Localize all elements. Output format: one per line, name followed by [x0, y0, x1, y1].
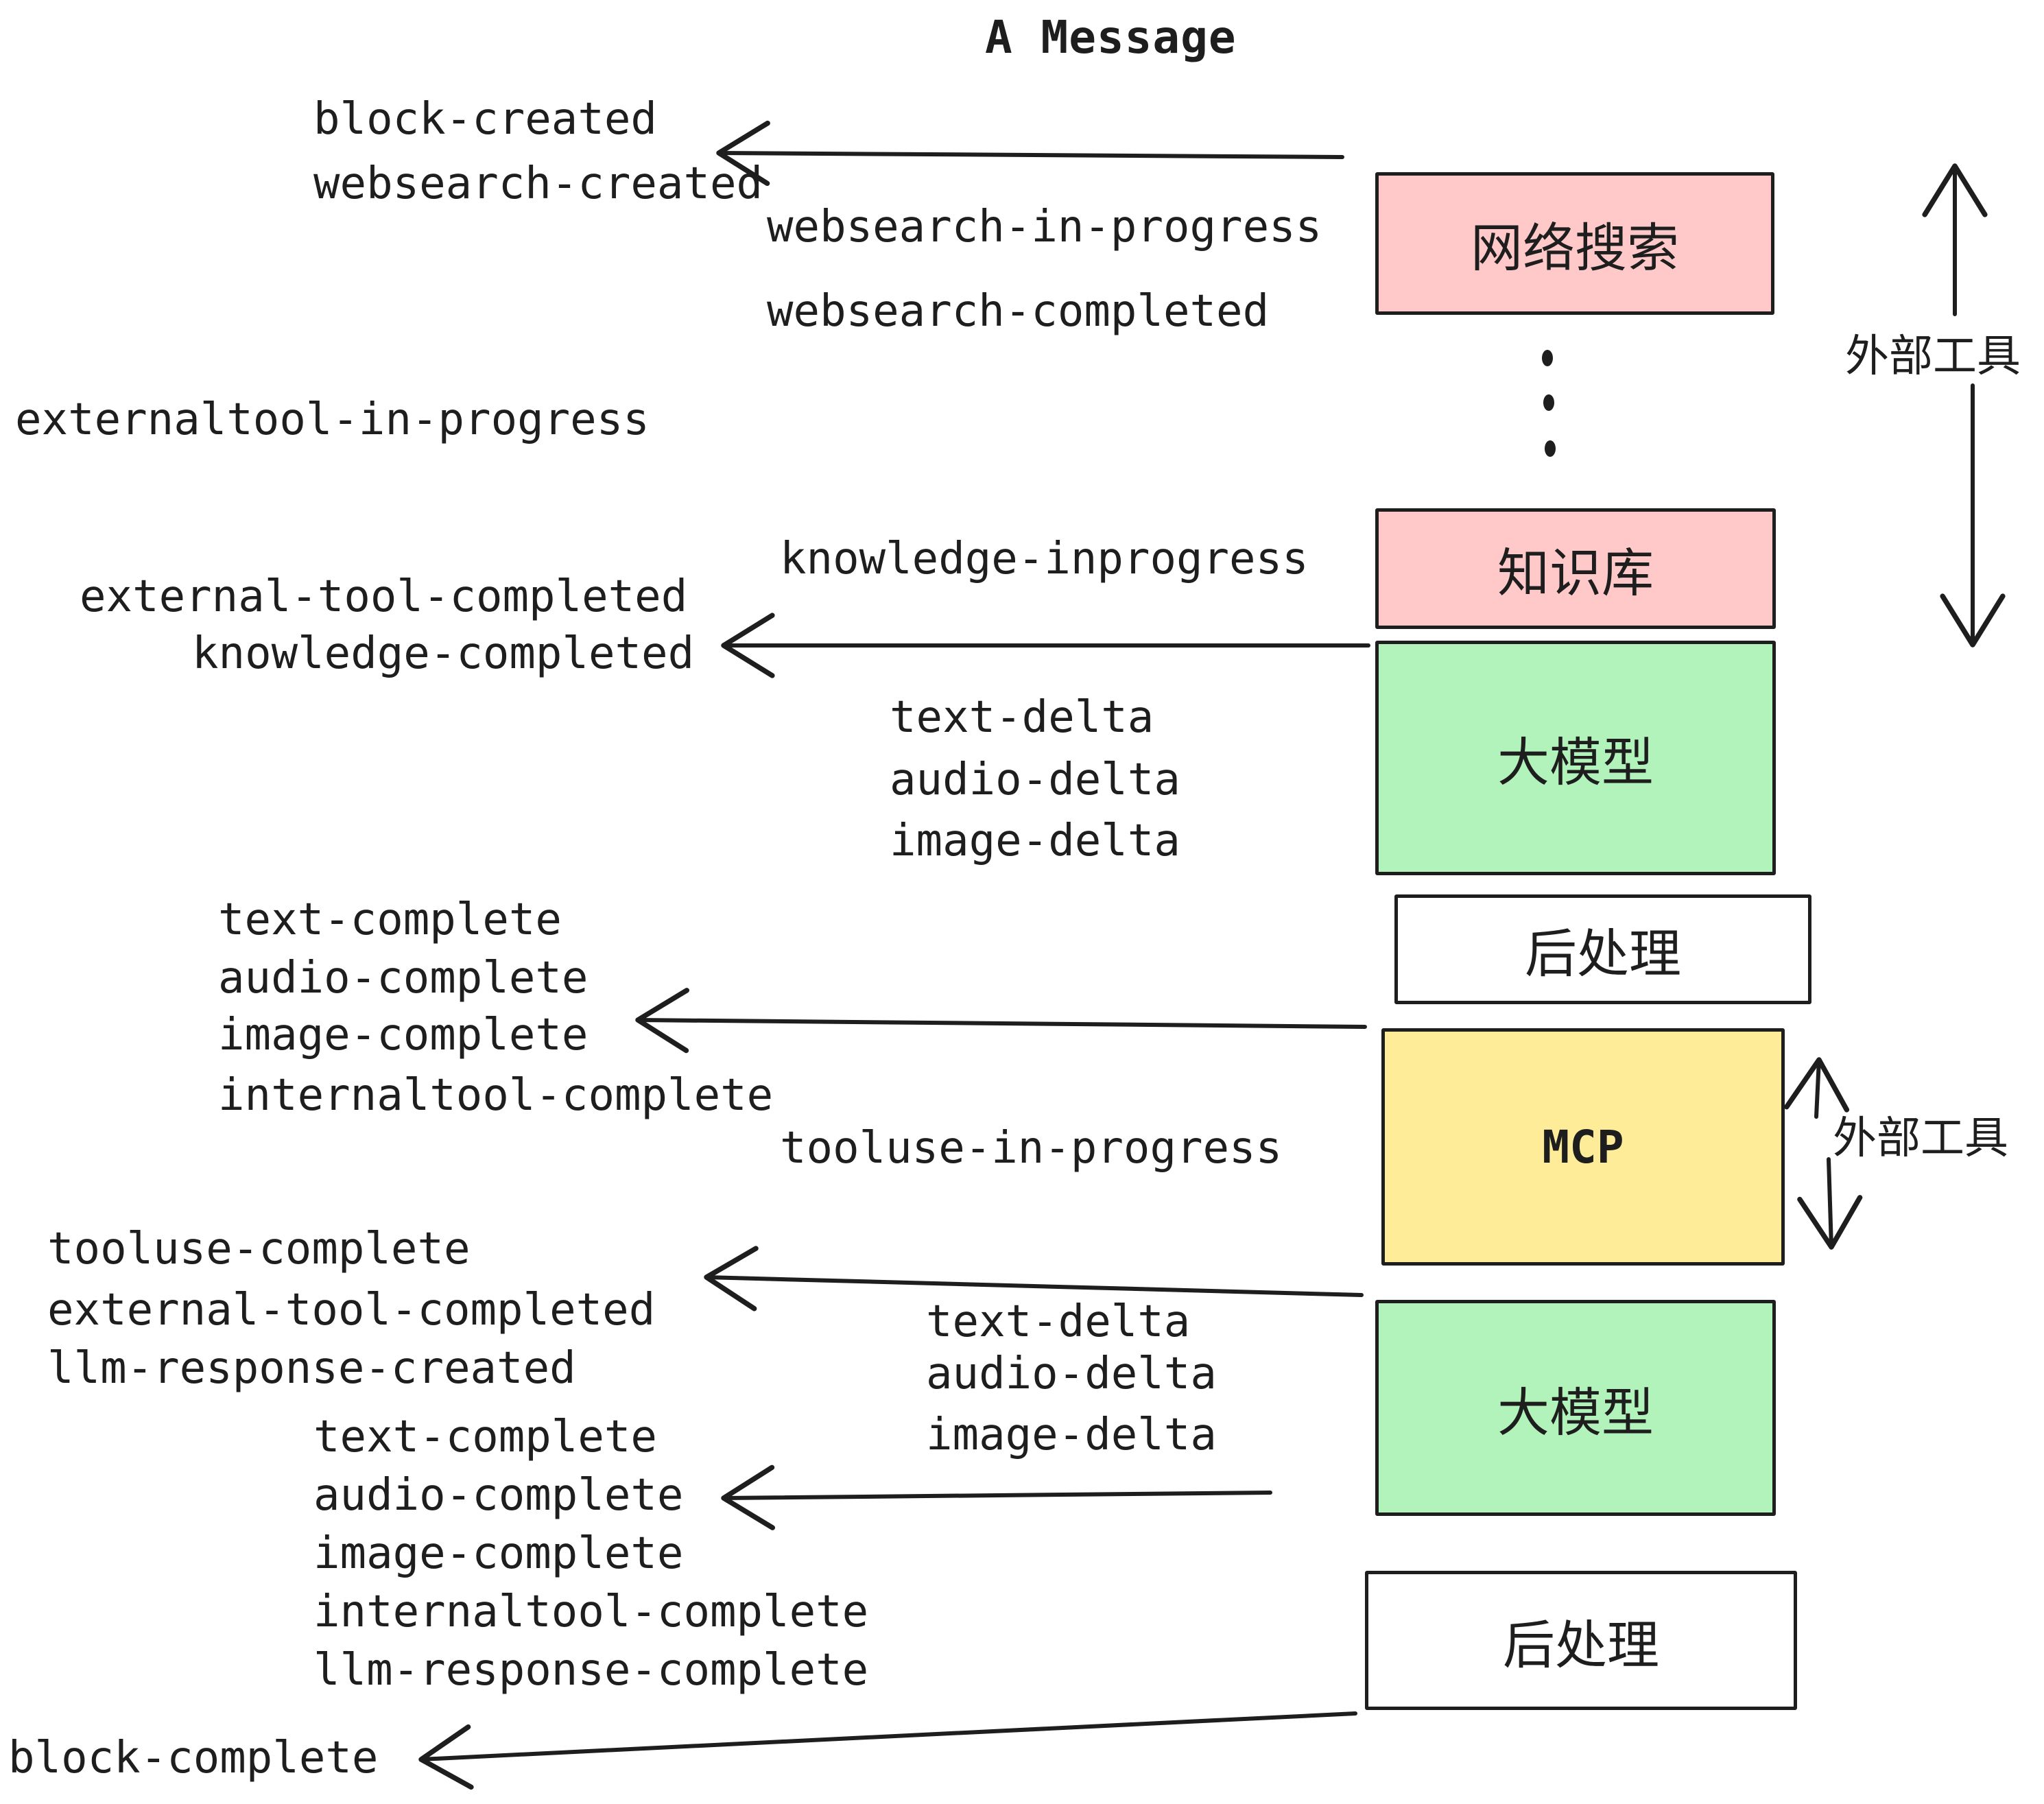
node-postprocess-1-label: 后处理	[1525, 923, 1681, 984]
event-text-complete: text-complete	[218, 894, 562, 945]
event-audio-delta: audio-delta	[890, 755, 1180, 805]
node-mcp: MCP	[1381, 1028, 1785, 1266]
arrow-to-websearch-created	[716, 120, 1344, 187]
event-image-delta-2: image-delta	[926, 1410, 1217, 1460]
node-llm-2-label: 大模型	[1497, 1381, 1654, 1443]
event-externaltool-in-progress: externaltool-in-progress	[15, 394, 650, 445]
ellipsis-dot	[1542, 350, 1553, 366]
event-block-complete: block-complete	[8, 1733, 379, 1783]
event-tooluse-in-progress: tooluse-in-progress	[780, 1123, 1283, 1174]
event-text-delta: text-delta	[890, 692, 1154, 743]
node-postprocess-2: 后处理	[1365, 1571, 1797, 1710]
event-external-tool-completed: external-tool-completed	[80, 571, 688, 622]
event-knowledge-completed: knowledge-completed	[192, 628, 695, 679]
event-audio-complete: audio-complete	[218, 953, 589, 1004]
event-websearch-completed: websearch-completed	[767, 286, 1270, 337]
node-websearch-label: 网络搜索	[1471, 217, 1679, 278]
event-internaltool-complete-2: internaltool-complete	[313, 1587, 869, 1637]
event-image-delta: image-delta	[890, 816, 1180, 866]
event-audio-delta-2: audio-delta	[926, 1349, 1217, 1399]
event-external-tool-completed-2: external-tool-completed	[47, 1285, 656, 1336]
annotation-external-tools-1: 外部工具	[1845, 331, 2021, 382]
node-knowledge-base: 知识库	[1375, 508, 1776, 629]
event-text-complete-2: text-complete	[313, 1412, 657, 1462]
event-websearch-created: websearch-created	[313, 158, 763, 209]
event-audio-complete-2: audio-complete	[313, 1470, 684, 1521]
event-image-complete: image-complete	[218, 1010, 589, 1060]
arrow-to-image-complete	[635, 988, 1367, 1054]
node-llm-1: 大模型	[1375, 641, 1776, 875]
event-knowledge-inprogress: knowledge-inprogress	[780, 534, 1309, 584]
ellipsis-dot	[1543, 394, 1554, 411]
event-image-complete-2: image-complete	[313, 1528, 684, 1579]
diagram-title: A Message	[985, 11, 1237, 64]
event-llm-response-complete: llm-response-complete	[313, 1645, 869, 1696]
arrow-external-tools-up-2	[1784, 1057, 1850, 1119]
node-mcp-label: MCP	[1542, 1120, 1624, 1174]
event-websearch-in-progress: websearch-in-progress	[767, 202, 1322, 252]
event-tooluse-complete: tooluse-complete	[47, 1224, 471, 1274]
node-llm-2: 大模型	[1375, 1300, 1776, 1516]
arrow-external-tools-down-2	[1797, 1157, 1863, 1250]
node-knowledge-base-label: 知识库	[1497, 543, 1654, 604]
event-block-created: block-created	[313, 94, 657, 145]
node-llm-1-label: 大模型	[1497, 732, 1654, 793]
node-websearch: 网络搜索	[1375, 172, 1774, 315]
annotation-external-tools-2: 外部工具	[1833, 1113, 2008, 1164]
event-text-delta-2: text-delta	[926, 1296, 1191, 1347]
arrow-to-external-tool-completed	[704, 1246, 1364, 1312]
arrow-to-audio-complete	[721, 1464, 1272, 1530]
event-llm-response-created: llm-response-created	[47, 1343, 576, 1394]
ellipsis-dot	[1545, 440, 1556, 457]
node-postprocess-1: 后处理	[1394, 894, 1811, 1004]
node-postprocess-2-label: 后处理	[1503, 1614, 1659, 1676]
event-internaltool-complete: internaltool-complete	[218, 1070, 774, 1121]
arrow-to-block-complete	[418, 1711, 1357, 1790]
